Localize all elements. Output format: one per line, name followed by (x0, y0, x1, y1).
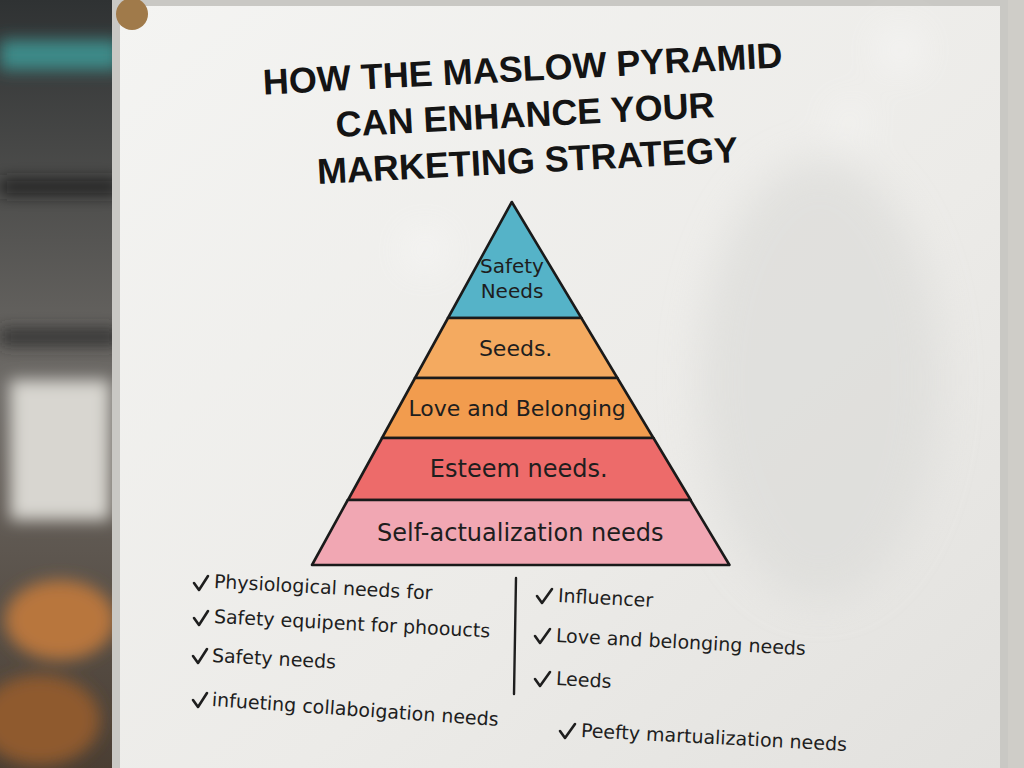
pyramid-band: Self-actualization needs (312, 500, 729, 565)
band-outline (348, 438, 691, 500)
band-label: Esteem needs. (430, 455, 608, 483)
band-label: Love and Belonging (408, 396, 625, 421)
band-label: Seeds. (479, 336, 552, 361)
chair (5, 580, 115, 660)
board-pin (116, 0, 148, 30)
board-frame (112, 0, 1008, 768)
check-mark (193, 649, 207, 663)
blurred-room (0, 40, 120, 765)
shelf (0, 180, 120, 194)
whiteboard (120, 6, 1000, 768)
check-mark (194, 611, 208, 625)
chair (0, 675, 100, 765)
band-label: Self-actualization needs (377, 519, 663, 547)
band-outline (448, 202, 581, 318)
band-label: Safety Needs (472, 254, 552, 304)
check-mark (535, 672, 550, 686)
check-mark (560, 724, 575, 738)
band-outline (312, 500, 729, 565)
check-mark (193, 693, 207, 707)
pyramid-band: Esteem needs. (348, 438, 691, 500)
band-outline (415, 318, 617, 378)
pyramid-band: Safety Needs (448, 202, 581, 318)
check-mark (194, 576, 208, 590)
band-outline (382, 378, 653, 438)
list-item: Leeds (555, 667, 612, 692)
check-mark (537, 589, 552, 603)
check-mark (535, 629, 550, 643)
teal-pipe (0, 40, 120, 70)
shelf (0, 330, 120, 344)
pyramid-band: Seeds. (415, 318, 617, 378)
column-divider (514, 578, 516, 694)
pyramid-band: Love and Belonging (382, 378, 653, 438)
window-light (10, 380, 110, 520)
